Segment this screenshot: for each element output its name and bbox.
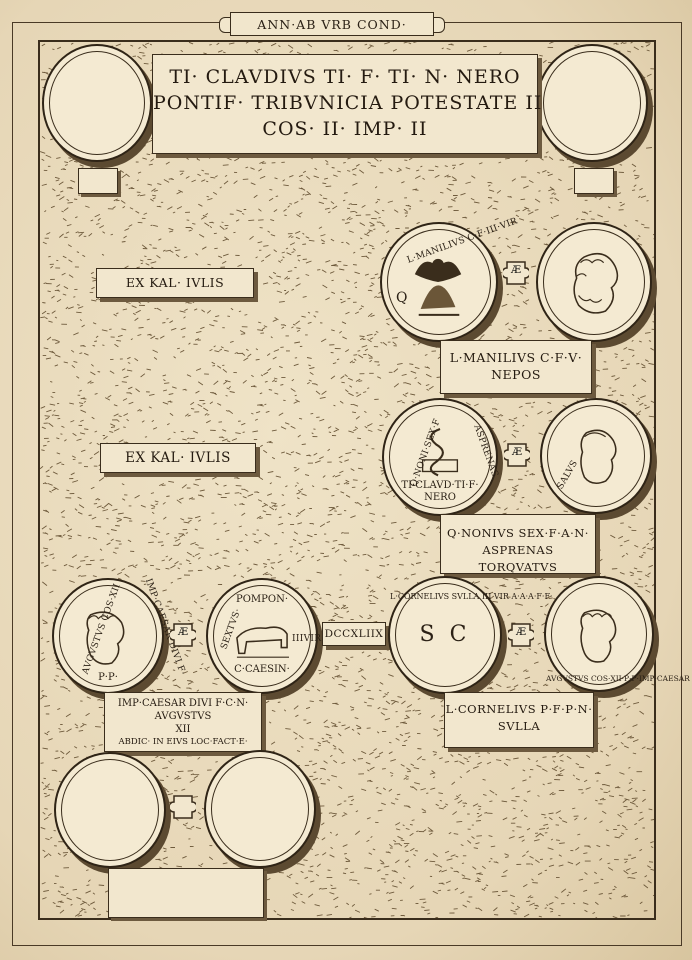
metal-mark: Æ xyxy=(177,627,188,638)
caption-line-2: NEPOS xyxy=(491,367,541,382)
ex-kal-label-1: EX KAL· IVLIS xyxy=(96,268,254,298)
caption-line-3: XII xyxy=(175,724,191,735)
title-line-3: COS· II· IMP· II xyxy=(262,118,428,140)
coin-legend: L·CORNELIVS SVLLA III VIR A·A·A·F·F· xyxy=(390,592,553,601)
metal-knot-row2: Æ xyxy=(502,440,532,470)
coin-sc-field: S C xyxy=(419,622,471,647)
coin-salus-head: SALVS xyxy=(540,398,652,514)
coin-manilius-eagle: L·MANILIVS C·F·III·VIR Q xyxy=(380,216,519,342)
laureate-head-icon xyxy=(580,609,617,663)
female-portrait-icon xyxy=(580,429,617,485)
metal-knot-row1: Æ xyxy=(501,258,531,288)
inner-frame xyxy=(38,40,656,920)
metal-mark: Æ xyxy=(510,265,521,276)
blank-tablet-bottom xyxy=(108,868,264,918)
title-line-2: PONTIF· TRIBVNICIA POTESTATE II xyxy=(153,92,543,114)
metal-knot-row3-right: Æ xyxy=(506,620,536,650)
blank-medallion-bottom-left xyxy=(54,752,166,868)
medallion-stand-top-right xyxy=(574,168,614,194)
coin-legend: AVGVSTVS COS·XII·P·P·IMP·CAESAR xyxy=(546,674,690,683)
coin-bottom-legend: P·P· xyxy=(98,672,118,683)
caption-line-4: ABDIC· IN EIVS LOC·FACT·E· xyxy=(118,737,248,747)
caption-line-2: ASPRENAS TORQVATVS xyxy=(478,543,558,574)
caption-cornelius: L·CORNELIVS P·F·P·N· SVLLA xyxy=(444,692,594,748)
medallion-stand-top-left xyxy=(78,168,118,194)
ex-kal-label-2: EX KAL· IVLIS xyxy=(100,443,256,473)
eagle-icon xyxy=(414,258,462,316)
caption-line-1: L·MANILIVS C·F·V· xyxy=(449,350,583,365)
metal-knot-row3-left: Æ xyxy=(168,620,198,650)
caption-line-1: Q·NONIVS SEX·F·A·N· xyxy=(447,526,589,540)
coin-pompon-bull: POMPON· SEXTVS· IIIVIR C·CAESIN· xyxy=(206,578,322,694)
bearded-portrait-icon xyxy=(573,252,619,314)
year-tablet: DCCXLIIX xyxy=(322,622,386,646)
caption-nonius: Q·NONIVS SEX·F·A·N· ASPRENAS TORQVATVS xyxy=(440,514,596,574)
caption-line-2: AVGVSTVS xyxy=(154,711,212,722)
coin-top-legend: POMPON· xyxy=(235,594,289,605)
caption-line-2: SVLLA xyxy=(497,719,541,733)
caption-manilius: L·MANILIVS C·F·V· NEPOS xyxy=(440,340,592,394)
title-line-1: TI· CLAVDIVS TI· F· TI· N· NERO xyxy=(169,66,521,88)
metal-mark: Æ xyxy=(511,447,522,458)
laureate-head-icon xyxy=(86,611,125,665)
blank-medallion-top-left xyxy=(42,44,152,162)
coin-bearded-head xyxy=(536,222,652,342)
coin-augustus-left: AVGVSTVS COS·XII IMP·CAESAR DIVI F· P·P· xyxy=(52,577,187,694)
coin-exergue-2: NERO xyxy=(424,492,456,503)
blank-medallion-top-right xyxy=(536,44,648,162)
caption-augustus: IMP·CAESAR DIVI F·C·N· AVGVSTVS XII ABDI… xyxy=(104,692,262,752)
coin-field-letter: Q xyxy=(396,290,408,306)
knot-bottom xyxy=(168,792,198,822)
year-banner: ANN·AB VRB COND· xyxy=(219,12,445,36)
serpent-altar-icon xyxy=(421,428,459,477)
coin-augustus-right: AVGVSTVS COS·XII·P·P·IMP·CAESAR xyxy=(544,576,690,692)
coin-nonius-serpent: Q·NONI·SEX·F ASPRENAS TI·CLAVD·TI·F· NER… xyxy=(382,398,500,516)
caption-line-1: L·CORNELIVS P·F·P·N· xyxy=(445,702,593,716)
bull-icon xyxy=(236,626,289,658)
blank-medallion-bottom-right xyxy=(204,750,316,868)
metal-mark: Æ xyxy=(515,627,526,638)
coin-exergue: C·CAESIN· xyxy=(234,664,290,675)
caption-line-1: IMP·CAESAR DIVI F·C·N· xyxy=(117,698,249,709)
coin-right-legend: IIIVIR xyxy=(292,634,322,644)
coin-cornelius-sc: S C L·CORNELIVS SVLLA III VIR A·A·A·F·F· xyxy=(388,576,553,694)
coin-exergue-1: TI·CLAVD·TI·F· xyxy=(401,480,479,491)
title-tablet: TI· CLAVDIVS TI· F· TI· N· NERO PONTIF· … xyxy=(152,54,543,154)
